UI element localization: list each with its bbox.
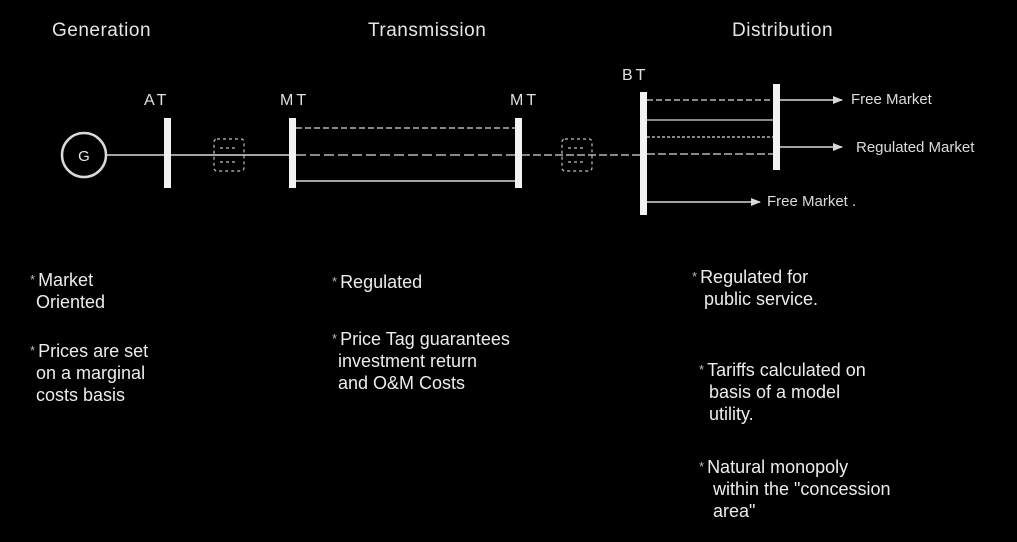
transformer-2-icon bbox=[561, 138, 593, 172]
label-free-market-top: Free Market bbox=[851, 91, 932, 108]
note-line: basis of a model bbox=[709, 382, 841, 402]
bus-bar-bt bbox=[640, 92, 647, 215]
label-free-market-bottom: Free Market . bbox=[767, 193, 857, 210]
generator-label: G bbox=[78, 148, 90, 165]
note-line: Tariffs calculated on bbox=[707, 360, 866, 380]
note-line: Market bbox=[38, 270, 94, 290]
note-line: Prices are set bbox=[38, 341, 149, 361]
note-distribution-2: *Tariffs calculated on basis of a model … bbox=[699, 359, 866, 425]
header-transmission: Transmission bbox=[368, 20, 487, 41]
note-line: utility. bbox=[709, 404, 754, 424]
bus-label-mt-right: MT bbox=[510, 92, 540, 109]
bullet-star: * bbox=[332, 331, 338, 346]
note-generation-2: *Prices are set on a marginal costs basi… bbox=[30, 340, 148, 406]
note-line: Price Tag guarantees bbox=[340, 329, 510, 349]
transformer-1-icon bbox=[213, 138, 245, 172]
note-line: Natural monopoly bbox=[707, 457, 849, 477]
note-transmission-1: *Regulated bbox=[332, 271, 422, 293]
transmission-lines bbox=[296, 127, 515, 182]
note-line: costs basis bbox=[36, 385, 126, 405]
header-generation: Generation bbox=[52, 20, 152, 41]
note-line: within the "concession bbox=[713, 479, 891, 499]
note-transmission-2: *Price Tag guarantees investment return … bbox=[332, 328, 510, 394]
note-line: and O&M Costs bbox=[338, 373, 466, 393]
note-line: on a marginal bbox=[36, 363, 146, 383]
bullet-star: * bbox=[699, 362, 705, 377]
bullet-star: * bbox=[30, 343, 36, 358]
note-line: Regulated for bbox=[700, 267, 809, 287]
generator-symbol: G bbox=[60, 131, 108, 179]
note-line: investment return bbox=[338, 351, 478, 371]
distribution-lines bbox=[647, 99, 773, 155]
bus-label-bt: BT bbox=[622, 67, 649, 84]
note-distribution-3: *Natural monopoly within the "concession… bbox=[699, 456, 891, 522]
header-distribution: Distribution bbox=[732, 20, 834, 41]
bus-label-mt-left: MT bbox=[280, 92, 310, 109]
bullet-star: * bbox=[692, 269, 698, 284]
bus-bar-at bbox=[164, 118, 171, 188]
note-generation-1: *Market Oriented bbox=[30, 269, 105, 313]
bus-bar-mt-right bbox=[515, 118, 522, 188]
bullet-star: * bbox=[332, 274, 338, 289]
bus-bar-distribution-right bbox=[773, 84, 780, 170]
bullet-star: * bbox=[30, 272, 36, 287]
label-regulated-market: Regulated Market bbox=[856, 139, 975, 156]
note-line: Oriented bbox=[36, 292, 106, 312]
note-distribution-1: *Regulated for public service. bbox=[692, 266, 818, 310]
note-line: area" bbox=[713, 501, 756, 521]
bus-label-at: AT bbox=[144, 92, 170, 109]
bullet-star: * bbox=[699, 459, 705, 474]
note-line: public service. bbox=[704, 289, 819, 309]
bus-bar-mt-left bbox=[289, 118, 296, 188]
note-line: Regulated bbox=[340, 272, 423, 292]
